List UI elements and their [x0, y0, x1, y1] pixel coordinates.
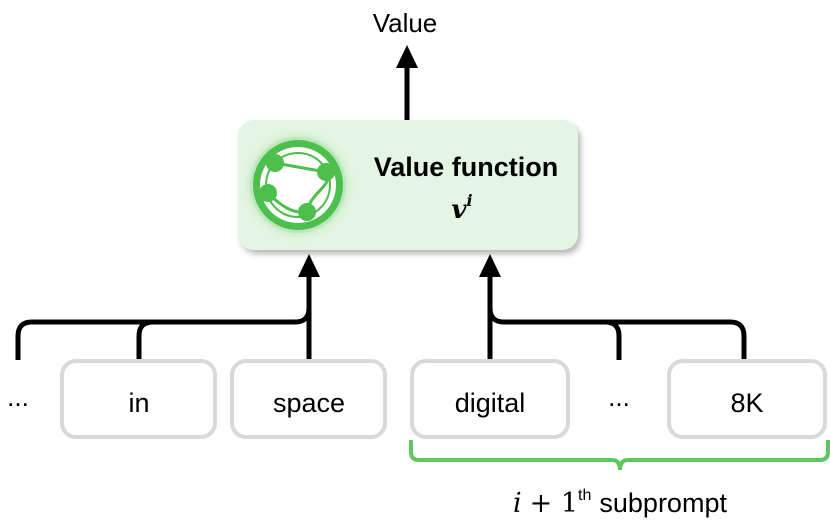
- token-box-8k: [667, 359, 827, 439]
- token-ellipsis-right: ...: [608, 382, 630, 412]
- subprompt-brace: [409, 440, 830, 471]
- token-list: ... in space digital ... 8K: [7, 359, 827, 439]
- right-connector: [487, 275, 747, 360]
- value-function-title: Value function: [374, 152, 559, 182]
- token-digital: digital: [455, 388, 526, 418]
- value-function-symbol: vi: [451, 191, 472, 225]
- output-label: Value: [373, 8, 438, 38]
- token-space: space: [273, 388, 345, 418]
- token-in: in: [128, 388, 149, 418]
- token-box-space: [230, 359, 387, 439]
- output-arrow: [396, 45, 418, 120]
- token-ellipsis-left: ...: [7, 382, 29, 412]
- left-connector: [15, 275, 312, 360]
- token-box-in: [60, 359, 217, 439]
- left-arrowhead: [298, 254, 320, 277]
- token-8k: 8K: [730, 388, 763, 418]
- token-box-digital: [410, 359, 570, 439]
- right-arrowhead: [479, 254, 501, 277]
- network-nodes-icon: [250, 137, 346, 233]
